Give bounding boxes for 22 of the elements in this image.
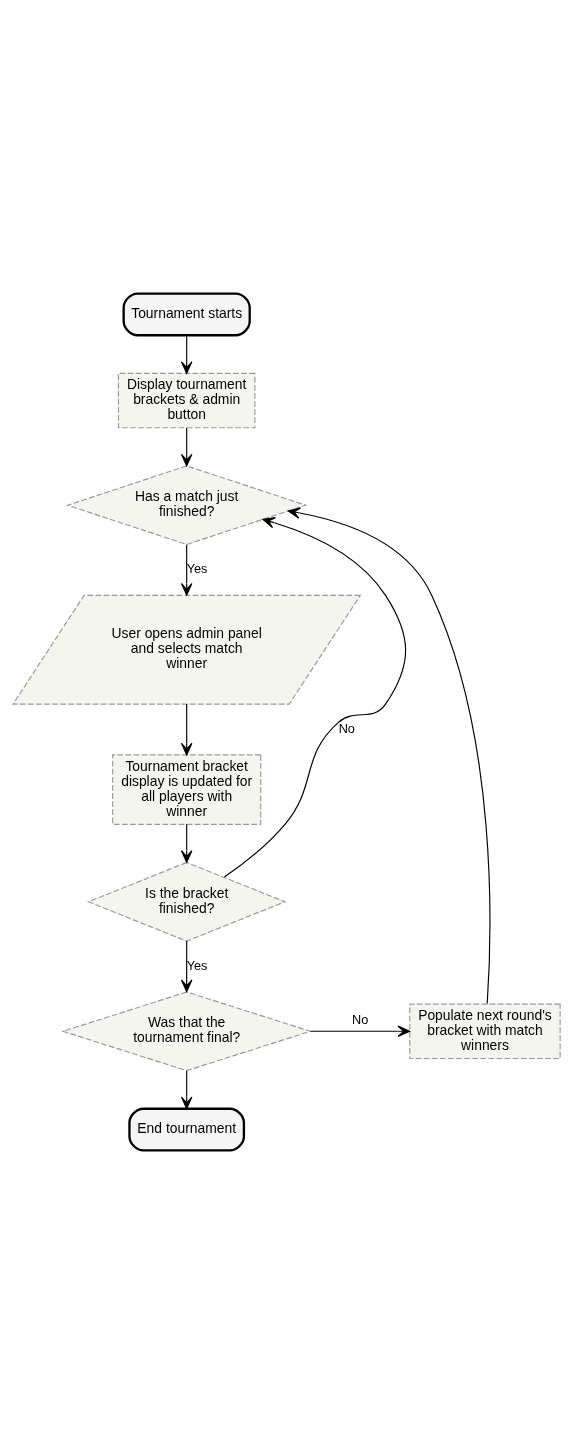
node-diamond: Was that the tournament final? (61, 990, 313, 1071)
arrow (180, 940, 193, 992)
arrow (180, 334, 193, 374)
node-box: Tournament starts (122, 291, 251, 336)
arrow (180, 1069, 193, 1109)
edge-label: No (338, 720, 355, 736)
arrow (287, 506, 491, 1004)
node-box: Populate next round's bracket with match winners (409, 1003, 561, 1059)
node-box: Display tournament brackets & admin button (117, 372, 256, 428)
arrow (180, 427, 193, 466)
arrow (310, 1025, 411, 1037)
node-box: End tournament (128, 1107, 246, 1152)
arrow (180, 823, 193, 863)
edge-label: Yes (186, 957, 208, 973)
edge-label: Yes (186, 560, 208, 576)
arrow (223, 516, 407, 878)
node-box: Tournament bracket display is updated for all players with winner (112, 753, 262, 825)
node-diamond: Has a match just finished? (65, 464, 308, 545)
arrow (180, 543, 193, 596)
node-diamond: Is the bracket finished? (86, 861, 287, 942)
arrow (180, 703, 193, 755)
edge-label: No (351, 1011, 369, 1027)
